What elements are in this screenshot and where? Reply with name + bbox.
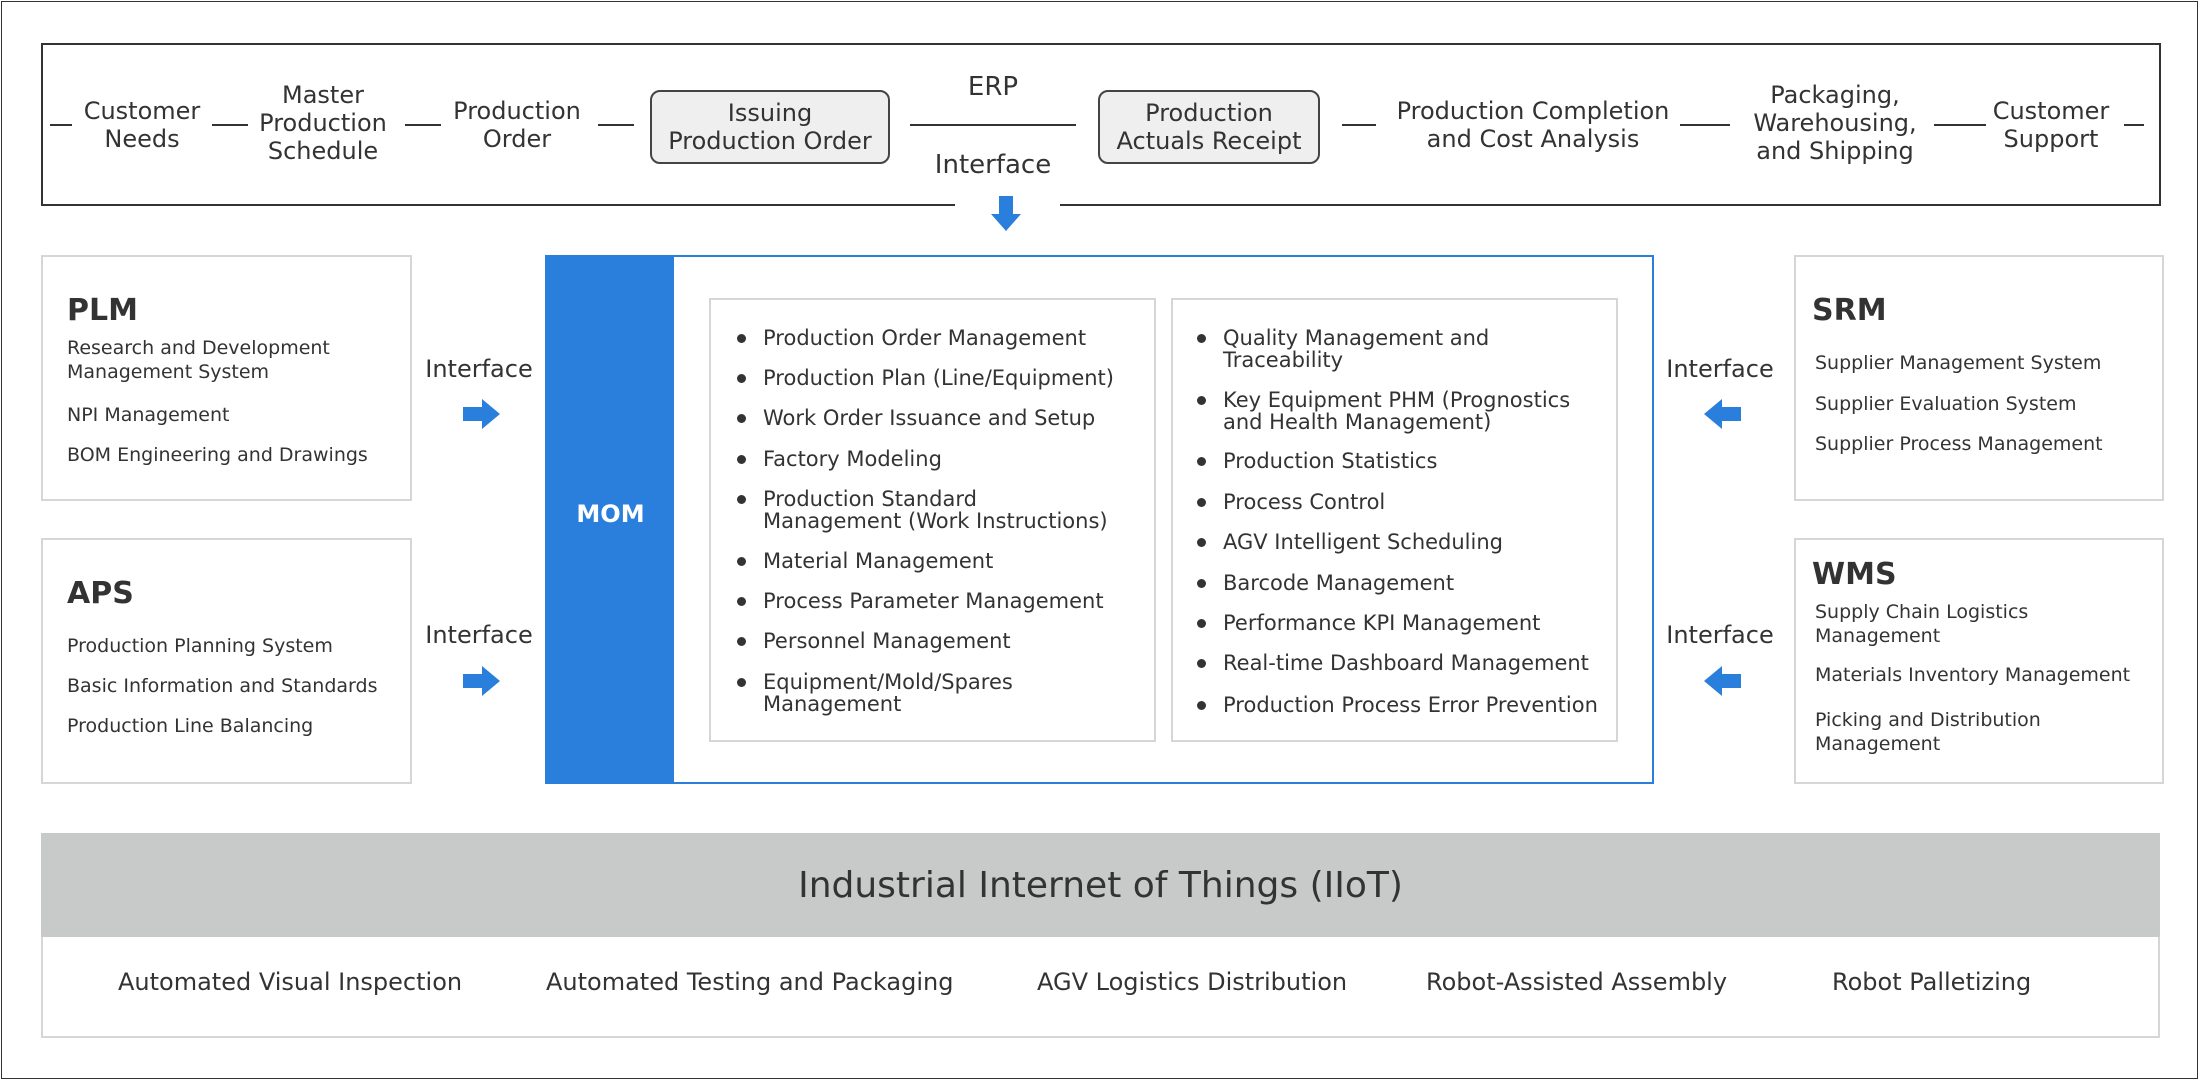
plm-title: PLM <box>67 293 138 328</box>
wms-item: Picking and Distribution Management <box>1815 709 2041 755</box>
srm-item: Supplier Management System <box>1815 352 2102 374</box>
connector-line <box>1342 124 1376 126</box>
wms-item: Materials Inventory Management <box>1815 664 2131 686</box>
wms-title: WMS <box>1812 557 1897 592</box>
connector-line <box>1934 124 1986 126</box>
mom-list-item: Process Control <box>1197 491 1385 513</box>
mom-list-item: Barcode Management <box>1197 572 1454 594</box>
wms-panel <box>1794 538 2164 784</box>
mom-list-item: Personnel Management <box>737 630 1011 652</box>
mom-sidebar <box>547 257 674 782</box>
mom-list-item: Real-time Dashboard Management <box>1197 652 1589 674</box>
mom-list-item: Factory Modeling <box>737 448 942 470</box>
erp-title: ERP <box>967 72 1019 102</box>
mom-list-item: Performance KPI Management <box>1197 612 1540 634</box>
wms-interface-label: Interface <box>1666 621 1774 649</box>
aps-item: Basic Information and Standards <box>67 675 378 697</box>
iiot-item: Robot-Assisted Assembly <box>1426 968 1728 996</box>
erp-step-customer-needs: Customer Needs <box>83 97 201 153</box>
wms-item: Supply Chain Logistics Management <box>1815 601 2029 647</box>
aps-interface-label: Interface <box>425 621 533 649</box>
srm-title: SRM <box>1812 293 1887 328</box>
erp-step-issuing-production-order: Issuing Production Order <box>650 90 890 164</box>
plm-panel <box>41 255 412 501</box>
mom-list-item: AGV Intelligent Scheduling <box>1197 531 1503 553</box>
connector-line <box>2124 124 2144 126</box>
iiot-item: Robot Palletizing <box>1832 968 2032 996</box>
srm-panel <box>1794 255 2164 501</box>
mom-list-item: Production Standard Management (Work Ins… <box>737 488 1108 532</box>
mom-left-column <box>709 298 1156 742</box>
mom-list-item: Production Plan (Line/Equipment) <box>737 367 1114 389</box>
left-arrow-icon <box>1704 399 1741 429</box>
connector-line <box>212 124 248 126</box>
right-arrow-icon <box>463 666 500 696</box>
plm-item: BOM Engineering and Drawings <box>67 444 368 466</box>
srm-item: Supplier Evaluation System <box>1815 393 2077 415</box>
mom-list-item: Material Management <box>737 550 993 572</box>
erp-step-packaging-shipping: Packaging, Warehousing, and Shipping <box>1753 81 1917 165</box>
plm-item: NPI Management <box>67 404 230 426</box>
mom-list-item: Production Process Error Prevention <box>1197 694 1598 716</box>
connector-line <box>1680 124 1730 126</box>
erp-step-production-completion: Production Completion and Cost Analysis <box>1396 97 1670 153</box>
mom-list-item: Process Parameter Management <box>737 590 1104 612</box>
erp-step-production-actuals-receipt: Production Actuals Receipt <box>1098 90 1320 164</box>
mom-list-item: Work Order Issuance and Setup <box>737 407 1095 429</box>
erp-step-production-order: Production Order <box>453 97 581 153</box>
iiot-items-row <box>41 937 2160 1038</box>
connector-line <box>598 124 634 126</box>
aps-title: APS <box>67 576 134 611</box>
erp-step-customer-support: Customer Support <box>1992 97 2110 153</box>
left-arrow-icon <box>1704 666 1741 696</box>
iiot-item: AGV Logistics Distribution <box>1037 968 1348 996</box>
connector-line <box>405 124 441 126</box>
mom-list-item: Production Order Management <box>737 327 1086 349</box>
erp-band <box>41 43 2161 206</box>
erp-step-master-production-schedule: Master Production Schedule <box>259 81 387 165</box>
down-arrow-icon <box>991 196 1021 231</box>
plm-item: Research and Development Management Syst… <box>67 337 330 383</box>
aps-panel <box>41 538 412 784</box>
mom-list-item: Quality Management and Traceability <box>1197 327 1489 371</box>
plm-interface-label: Interface <box>425 355 533 383</box>
mom-list-item: Equipment/Mold/Spares Management <box>737 671 1013 715</box>
mom-label: MOM <box>576 500 645 528</box>
srm-item: Supplier Process Management <box>1815 433 2103 455</box>
erp-center-line <box>910 124 1076 126</box>
aps-item: Production Line Balancing <box>67 715 314 737</box>
iiot-title: Industrial Internet of Things (IIoT) <box>41 833 2160 937</box>
mom-list-item: Production Statistics <box>1197 450 1437 472</box>
aps-item: Production Planning System <box>67 635 333 657</box>
mom-list-item: Key Equipment PHM (Prognostics and Healt… <box>1197 389 1570 433</box>
srm-interface-label: Interface <box>1666 355 1774 383</box>
connector-line <box>50 124 72 126</box>
mom-right-column <box>1171 298 1618 742</box>
erp-interface-label: Interface <box>934 150 1052 180</box>
iiot-item: Automated Visual Inspection <box>118 968 463 996</box>
iiot-item: Automated Testing and Packaging <box>546 968 954 996</box>
right-arrow-icon <box>463 399 500 429</box>
